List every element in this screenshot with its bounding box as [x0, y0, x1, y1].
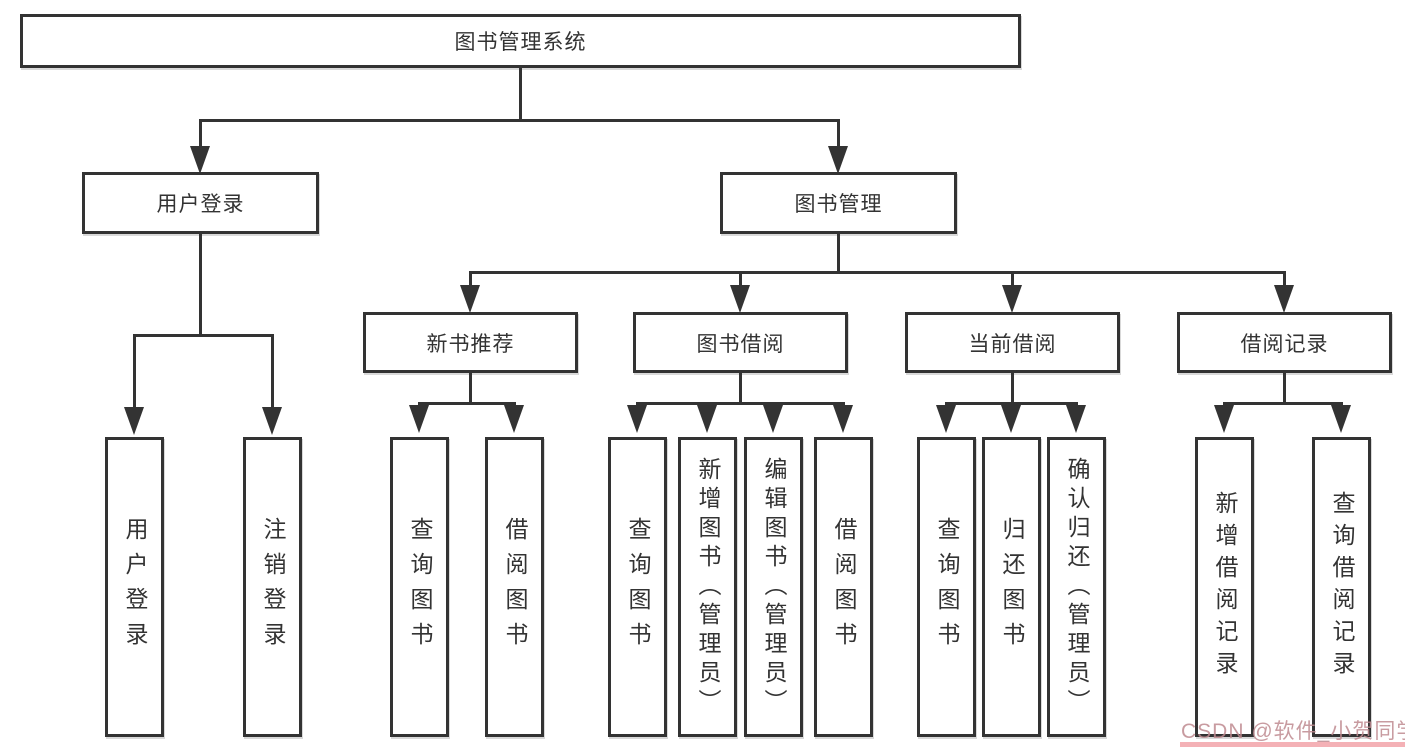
connector-line: [469, 274, 472, 290]
leaf-query-borrow-record: 查询借阅记录: [1312, 437, 1371, 737]
arrow-down-icon: [697, 405, 717, 433]
node-user-login: 用户登录: [82, 172, 319, 234]
node-label: 确认归还（管理员）: [1064, 456, 1090, 718]
node-label: 图书管理系统: [454, 31, 587, 54]
node-label: 查询图书: [407, 517, 433, 657]
leaf-query-books-borrowing: 查询图书: [608, 437, 667, 737]
node-label: 查询图书: [934, 517, 960, 657]
node-current-borrowing: 当前借阅: [905, 312, 1120, 373]
leaf-query-books-recommend: 查询图书: [390, 437, 449, 737]
connector-line: [1223, 402, 1343, 405]
watermark-strip: [1180, 742, 1405, 747]
connector-line: [1011, 373, 1014, 404]
arrow-down-icon: [1214, 405, 1234, 433]
connector-line: [469, 373, 472, 404]
connector-line: [199, 234, 202, 337]
connector-line: [133, 337, 136, 412]
node-label: 编辑图书（管理员）: [761, 456, 787, 718]
arrow-down-icon: [504, 405, 524, 433]
node-book-borrowing: 图书借阅: [633, 312, 848, 373]
leaf-edit-books-admin: 编辑图书（管理员）: [744, 437, 803, 737]
node-label: 当前借阅: [968, 332, 1057, 356]
node-label: 借阅图书: [502, 517, 528, 657]
connector-line: [469, 271, 1286, 274]
arrow-down-icon: [828, 146, 848, 174]
connector-line: [636, 402, 845, 405]
connector-line: [1283, 274, 1286, 290]
connector-line: [837, 234, 840, 274]
arrow-down-icon: [190, 146, 210, 174]
arrow-down-icon: [460, 285, 480, 313]
leaf-logout-login: 注销登录: [243, 437, 302, 737]
leaf-return-books: 归还图书: [982, 437, 1041, 737]
leaf-confirm-return-admin: 确认归还（管理员）: [1047, 437, 1106, 737]
leaf-add-borrow-record: 新增借阅记录: [1195, 437, 1254, 737]
arrow-down-icon: [409, 405, 429, 433]
arrow-down-icon: [1001, 405, 1021, 433]
arrow-down-icon: [1331, 405, 1351, 433]
node-label: 借阅图书: [831, 517, 857, 657]
connector-line: [519, 68, 522, 122]
arrow-down-icon: [1002, 285, 1022, 313]
node-label: 新增借阅记录: [1212, 491, 1238, 683]
connector-line: [199, 119, 840, 122]
arrow-down-icon: [763, 405, 783, 433]
node-label: 注销登录: [260, 517, 286, 657]
node-label: 用户登录: [122, 517, 148, 657]
leaf-user-login: 用户登录: [105, 437, 164, 737]
node-book-management: 图书管理: [720, 172, 957, 234]
arrow-down-icon: [1274, 285, 1294, 313]
arrow-down-icon: [1066, 405, 1086, 433]
node-borrowing-records: 借阅记录: [1177, 312, 1392, 373]
connector-line: [199, 122, 202, 152]
node-label: 查询图书: [625, 517, 651, 657]
node-label: 归还图书: [999, 517, 1025, 657]
connector-line: [1011, 274, 1014, 290]
node-label: 新书推荐: [426, 332, 515, 356]
connector-line: [739, 373, 742, 404]
connector-line: [739, 274, 742, 290]
node-label: 借阅记录: [1240, 332, 1329, 356]
leaf-borrow-books-recommend: 借阅图书: [485, 437, 544, 737]
node-label: 用户登录: [156, 193, 245, 216]
connector-line: [945, 402, 1078, 405]
arrow-down-icon: [833, 405, 853, 433]
leaf-add-books-admin: 新增图书（管理员）: [678, 437, 737, 737]
leaf-borrow-books-borrowing: 借阅图书: [814, 437, 873, 737]
node-book-management-system: 图书管理系统: [20, 14, 1021, 68]
connector-line: [837, 122, 840, 152]
connector-line: [1283, 373, 1286, 404]
node-new-book-recommendation: 新书推荐: [363, 312, 578, 373]
node-label: 图书管理: [794, 193, 883, 216]
arrow-down-icon: [627, 405, 647, 433]
connector-line: [271, 337, 274, 412]
node-label: 图书借阅: [696, 332, 785, 356]
connector-line: [418, 402, 516, 405]
arrow-down-icon: [730, 285, 750, 313]
arrow-down-icon: [124, 407, 144, 435]
node-label: 新增图书（管理员）: [695, 456, 721, 718]
watermark: CSDN @软件_小贺同学: [1181, 720, 1405, 743]
arrow-down-icon: [936, 405, 956, 433]
leaf-query-books-current: 查询图书: [917, 437, 976, 737]
connector-line: [133, 334, 274, 337]
arrow-down-icon: [262, 407, 282, 435]
node-label: 查询借阅记录: [1329, 491, 1355, 683]
